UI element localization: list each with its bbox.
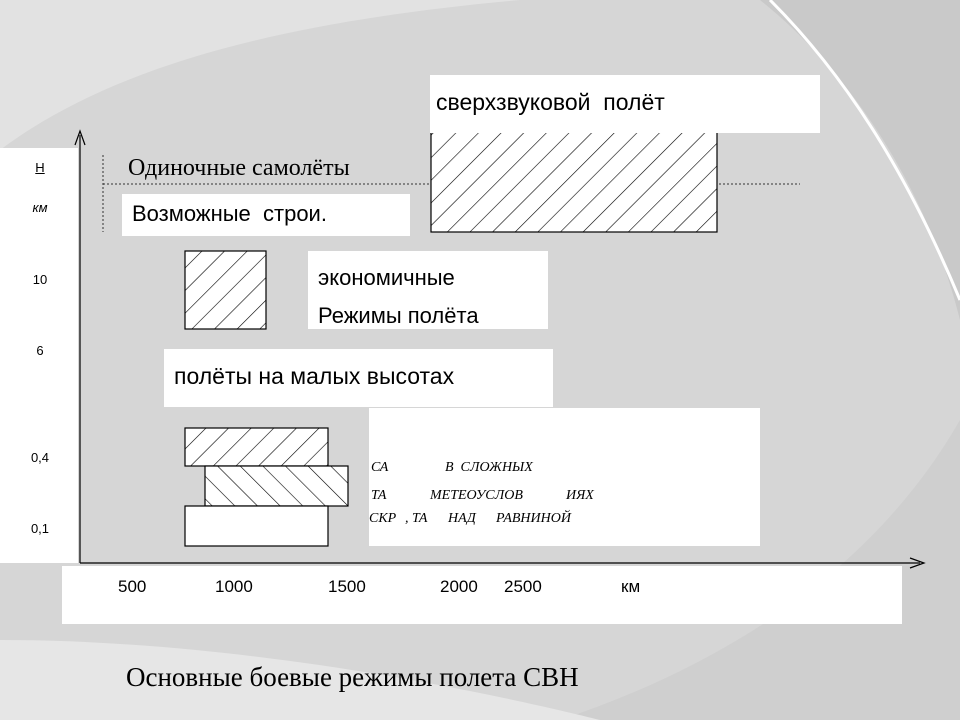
economic-label-line2: Режимы полёта: [318, 303, 479, 328]
decor-curve-1: [768, 0, 960, 301]
y-axis-unit-km: км: [32, 200, 48, 215]
note-iyah: ИЯХ: [566, 488, 594, 503]
x-tick-1000: 1000: [215, 577, 253, 596]
x-tick-500: 500: [118, 577, 147, 596]
economic-region: [184, 250, 267, 330]
formations-label: Возможные строи.: [132, 201, 327, 226]
y-axis-strip: [0, 148, 78, 563]
supersonic-label-box: сверхзвуковой полёт: [430, 75, 820, 133]
low-altitude-region-3: [184, 505, 329, 547]
note-nad: НАД: [448, 511, 476, 526]
note-ca: СА: [371, 460, 389, 475]
note-ravninoy: РАВНИНОЙ: [496, 511, 571, 526]
note-skr: СКР: [369, 511, 397, 526]
note-ta-2: , ТА: [405, 511, 428, 526]
y-axis-unit-h: Н: [35, 160, 45, 175]
x-axis-unit: км: [621, 577, 641, 596]
economic-label-line1: экономичные: [318, 265, 455, 290]
slide-caption: Основные боевые режимы полета СВН: [126, 662, 579, 692]
note-box: СА В СЛОЖНЫХ ТА МЕТЕОУСЛОВ ИЯХ СКР , ТА …: [369, 408, 760, 546]
low-altitude-region-1: [184, 427, 329, 467]
decor-arc-right: [760, 0, 960, 320]
x-tick-2500: 2500: [504, 577, 542, 596]
supersonic-region: [430, 129, 718, 233]
economic-label-box: экономичные Режимы полёта: [308, 251, 548, 329]
low-altitude-region-2: [204, 465, 349, 507]
y-axis-arrow: [74, 129, 86, 146]
y-tick-10: 10: [32, 272, 48, 287]
formations-label-box: Возможные строи.: [122, 194, 410, 236]
x-axis-arrow: [909, 557, 926, 569]
supersonic-label: сверхзвуковой полёт: [436, 89, 665, 115]
x-tick-1500: 1500: [328, 577, 366, 596]
x-axis-strip: [62, 566, 902, 624]
decor-arc-left: [0, 0, 520, 150]
note-ta: ТА: [371, 488, 387, 503]
note-v-slozhnyh: В СЛОЖНЫХ: [445, 460, 533, 475]
note-meteouslov: МЕТЕОУСЛОВ: [430, 488, 523, 503]
low-altitude-label-box: полёты на малых высотах: [164, 349, 553, 407]
low-altitude-label: полёты на малых высотах: [174, 363, 455, 389]
x-tick-2000: 2000: [440, 577, 478, 596]
decor-arc-bottom-left: [0, 640, 600, 720]
y-tick-0-4: 0,4: [30, 450, 50, 465]
y-tick-0-1: 0,1: [30, 521, 50, 536]
single-aircraft-label: Одиночные самолёты: [128, 155, 350, 181]
y-tick-6: 6: [36, 343, 44, 358]
decor-arc-bottom: [560, 420, 960, 720]
